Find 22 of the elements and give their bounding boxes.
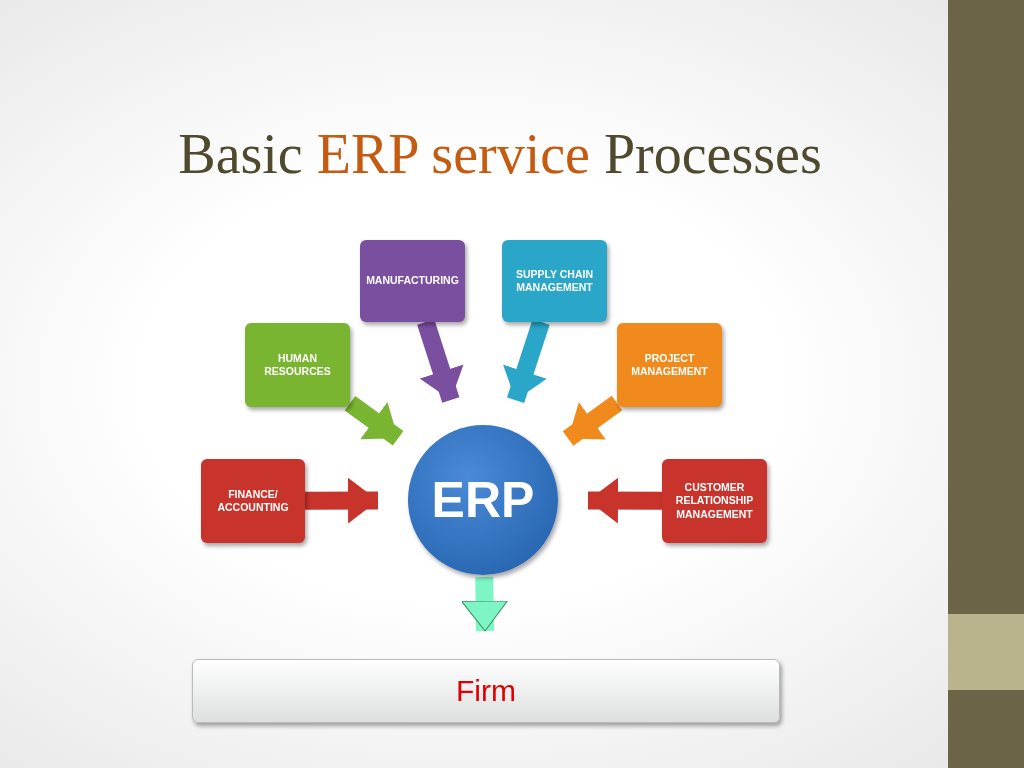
block-arrow bbox=[417, 319, 464, 403]
node-label: SUPPLY CHAIN MANAGEMENT bbox=[515, 267, 594, 295]
process-box bbox=[360, 240, 465, 322]
node-label: PROJECT MANAGEMENT bbox=[630, 351, 709, 379]
block-arrow bbox=[344, 395, 404, 446]
node-label: Firm bbox=[456, 673, 516, 710]
block-arrow bbox=[304, 477, 379, 524]
block-arrow bbox=[562, 395, 623, 446]
erp-label: ERP bbox=[431, 470, 535, 530]
node-label: MANUFACTURING bbox=[366, 274, 459, 288]
process-box bbox=[201, 459, 305, 543]
result-bar bbox=[192, 659, 780, 723]
process-box bbox=[662, 459, 767, 543]
node-label: HUMAN RESOURCES bbox=[263, 351, 332, 379]
node-label: FINANCE/ ACCOUNTING bbox=[216, 487, 290, 515]
node-label: CUSTOMER RELATIONSHIP MANAGEMENT bbox=[674, 481, 755, 521]
block-arrow bbox=[503, 319, 550, 403]
process-box bbox=[502, 240, 607, 322]
process-box bbox=[245, 323, 350, 407]
block-arrow bbox=[461, 576, 509, 632]
process-box bbox=[617, 323, 722, 407]
slide-title: Basic ERP service Processes bbox=[177, 122, 823, 186]
